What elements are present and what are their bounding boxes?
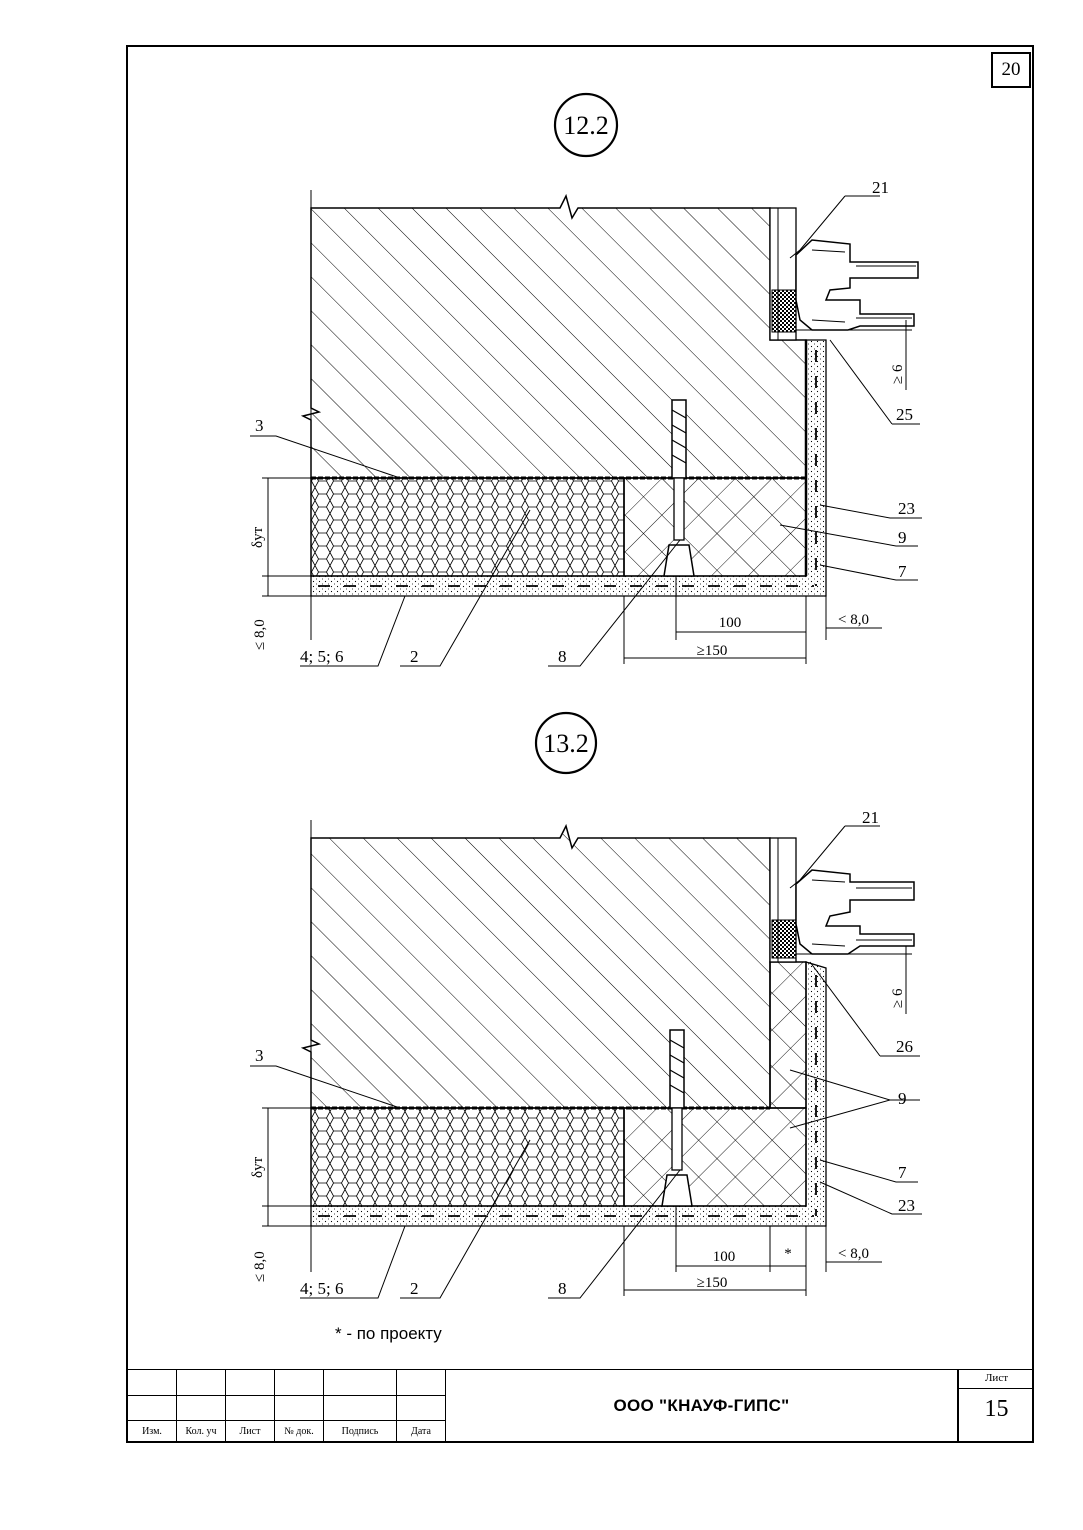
- label-23: 23: [898, 499, 915, 518]
- window-frame: [769, 837, 915, 963]
- sheet-label: Лист: [984, 1372, 1009, 1384]
- insulation-2: [310, 1107, 625, 1207]
- label-26: 26: [896, 1037, 913, 1056]
- dowel-8: [661, 1029, 693, 1207]
- detail-marker-circle: [553, 92, 619, 158]
- label-23: 23: [898, 1196, 915, 1215]
- dim-150: ≥150: [697, 1275, 728, 1291]
- dim-delta: δут: [250, 1156, 266, 1178]
- label-7: 7: [898, 562, 907, 581]
- col-signature: Подпись: [323, 1420, 397, 1443]
- page-number: 20: [991, 52, 1031, 88]
- dim-8-left: ≤ 8,0: [252, 619, 268, 650]
- label-9: 9: [898, 1089, 907, 1108]
- col-date: Дата: [396, 1420, 446, 1443]
- fire-barrier-9: [623, 477, 807, 577]
- dim-6: ≥ 6: [890, 364, 906, 384]
- footnote: * - по проекту: [335, 1324, 442, 1343]
- dim-100: 100: [713, 1249, 736, 1265]
- dim-150: ≥150: [697, 643, 728, 659]
- company-name: ООО "КНАУФ-ГИПС": [445, 1369, 958, 1442]
- col-izm: Изм.: [127, 1420, 177, 1443]
- label-21: 21: [872, 178, 889, 197]
- label-21: 21: [862, 808, 879, 827]
- label-2: 2: [410, 647, 419, 666]
- dim-8-right: < 8,0: [838, 612, 869, 628]
- sheet-number: 15: [984, 1396, 1009, 1422]
- dim-8-right: < 8,0: [838, 1246, 869, 1262]
- dim-6: ≥ 6: [890, 988, 906, 1008]
- dim-star: *: [784, 1246, 792, 1262]
- sheet-box: Лист 15: [958, 1369, 1034, 1442]
- col-kol-uch: Кол. уч: [176, 1420, 226, 1443]
- window-frame: [769, 207, 919, 341]
- dimension-lines: [262, 320, 912, 664]
- fire-barrier-9: [623, 1107, 807, 1207]
- dim-delta: δут: [250, 526, 266, 548]
- detail-12-2: 12.2 21 25: [250, 92, 922, 667]
- sealant-tape: [771, 919, 797, 959]
- detail-id: 13.2: [543, 729, 589, 758]
- dim-100: 100: [719, 615, 742, 631]
- label-8: 8: [558, 647, 567, 666]
- label-7: 7: [898, 1163, 907, 1182]
- label-8: 8: [558, 1279, 567, 1298]
- reveal-insulation-9: [769, 961, 807, 1109]
- label-3: 3: [255, 416, 264, 435]
- concrete-wall: [300, 823, 771, 1109]
- concrete-wall: [300, 193, 807, 479]
- title-block: Изм. Кол. уч Лист № док. Подпись Дата ОО…: [127, 1369, 1034, 1443]
- insulation-2: [310, 477, 625, 577]
- detail-marker-circle: [534, 711, 598, 775]
- dowel-8: [663, 399, 695, 577]
- label-9: 9: [898, 528, 907, 547]
- sealant-tape: [771, 289, 797, 333]
- label-2: 2: [410, 1279, 419, 1298]
- label-4-5-6: 4; 5; 6: [300, 647, 343, 666]
- label-3: 3: [255, 1046, 264, 1065]
- detail-13-2: 13.2 21 26 3 9 7: [250, 711, 922, 1299]
- label-25: 25: [896, 405, 913, 424]
- col-list: Лист: [225, 1420, 275, 1443]
- sheet-frame: [126, 45, 1034, 1443]
- dim-8-left: ≤ 8,0: [252, 1251, 268, 1282]
- label-4-5-6: 4; 5; 6: [300, 1279, 343, 1298]
- dimension-lines: [262, 946, 912, 1296]
- detail-id: 12.2: [563, 111, 609, 140]
- revision-table: Изм. Кол. уч Лист № док. Подпись Дата: [127, 1369, 446, 1443]
- col-doc: № док.: [274, 1420, 324, 1443]
